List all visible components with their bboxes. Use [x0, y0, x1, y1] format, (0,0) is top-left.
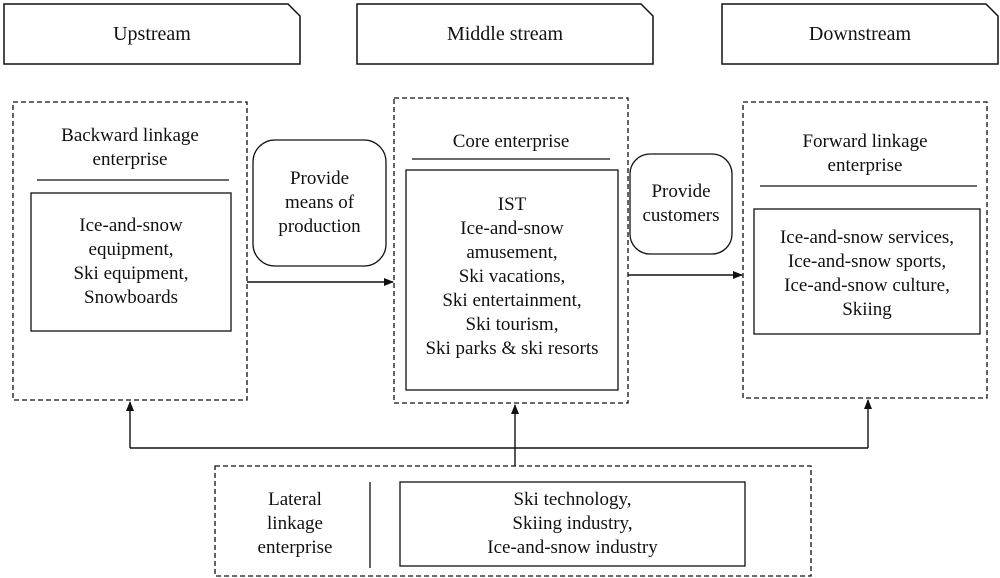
- upstream-label: Upstream: [113, 23, 191, 45]
- forward-linkage-title: Forward linkage enterprise: [802, 131, 928, 176]
- core-enterprise-container: [393, 97, 629, 404]
- core-enterprise-title: Core enterprise: [452, 131, 570, 152]
- backward-linkage-container: [12, 101, 248, 401]
- middle-stream-label: Middle stream: [446, 23, 564, 45]
- upstream-tab: [3, 3, 301, 65]
- core-enterprise-items: IST Ice-and-snow amusement, Ski vacation…: [425, 194, 599, 359]
- backward-linkage-items: Ice-and-snow equipment, Ski equipment, S…: [73, 215, 189, 308]
- customers-flow-box: [629, 153, 733, 255]
- core-items-box: [405, 169, 619, 391]
- forward-linkage-items: Ice-and-snow services, Ice-and-snow spor…: [779, 227, 955, 320]
- middle-stream-tab: [356, 3, 654, 65]
- lateral-linkage-container: [214, 465, 812, 577]
- production-flow-box: [252, 139, 387, 267]
- backward-items-box: [30, 192, 232, 332]
- downstream-tab: [721, 3, 999, 65]
- backward-linkage-title: Backward linkage enterprise: [61, 125, 199, 170]
- downstream-label: Downstream: [808, 23, 912, 45]
- customers-flow-label: Provide customers: [642, 181, 720, 226]
- production-flow-label: Provide means of production: [278, 168, 361, 237]
- forward-linkage-container: [742, 101, 988, 399]
- lateral-items-box: [399, 481, 746, 567]
- lateral-linkage-items: Ski technology, Skiing industry, Ice-and…: [487, 489, 658, 558]
- forward-items-box: [753, 208, 981, 335]
- lateral-linkage-title: Lateral linkage enterprise: [257, 489, 333, 558]
